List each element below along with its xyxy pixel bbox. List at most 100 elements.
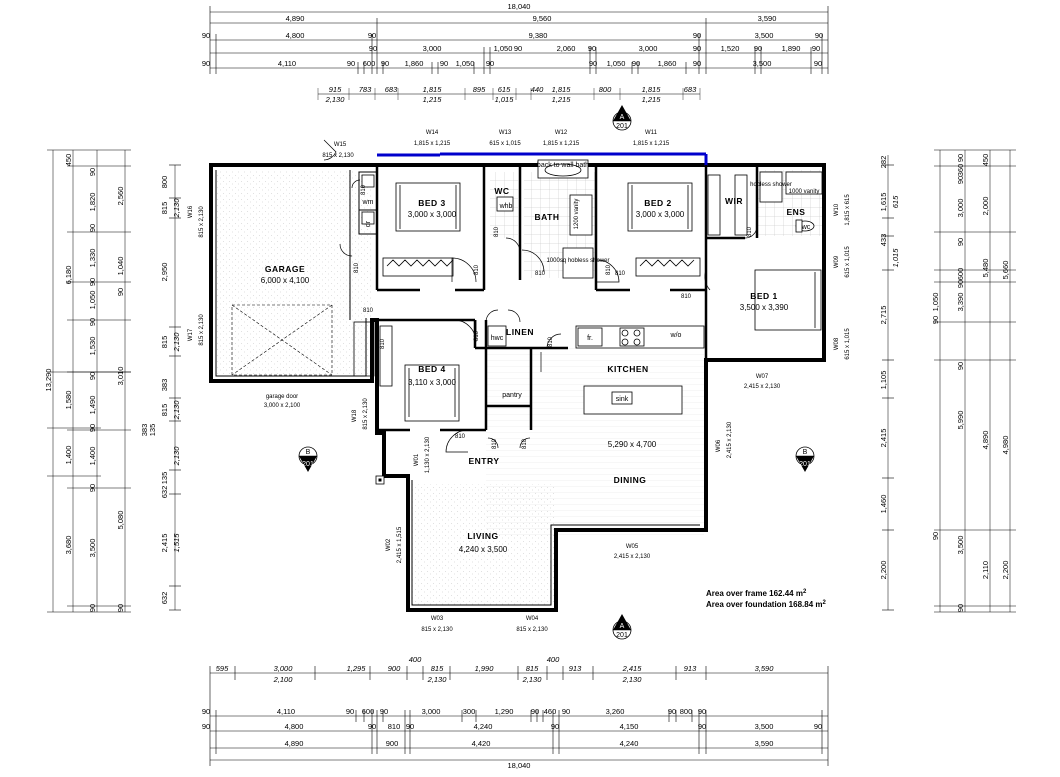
svg-text:90: 90 — [202, 31, 210, 40]
svg-text:90: 90 — [956, 280, 965, 288]
svg-text:615 x 1,015: 615 x 1,015 — [845, 328, 851, 360]
svg-text:282: 282 — [879, 156, 888, 169]
svg-text:810: 810 — [535, 271, 546, 277]
svg-text:1,490: 1,490 — [88, 396, 97, 415]
svg-text:1,015: 1,015 — [495, 95, 515, 104]
svg-text:3,010: 3,010 — [116, 367, 125, 386]
svg-text:913: 913 — [684, 664, 697, 673]
label-whb: whb — [499, 203, 513, 210]
dim-overall-left: 13,290 — [44, 369, 53, 392]
right-dimensions — [882, 149, 1016, 613]
svg-text:4,110: 4,110 — [278, 59, 296, 68]
svg-text:2,130: 2,130 — [172, 446, 181, 467]
svg-text:4,890: 4,890 — [981, 431, 990, 450]
svg-text:3,390: 3,390 — [956, 293, 965, 312]
svg-text:815: 815 — [160, 202, 169, 215]
svg-text:1,295: 1,295 — [347, 664, 367, 673]
svg-text:815: 815 — [160, 336, 169, 349]
svg-text:3,500: 3,500 — [88, 539, 97, 558]
svg-text:1,815: 1,815 — [642, 85, 662, 94]
bed-1 — [754, 269, 822, 331]
window-tags: W15 815 x 2,130 W14 1,815 x 1,215 W13 61… — [188, 130, 851, 633]
svg-text:1,015: 1,015 — [891, 248, 900, 268]
svg-text:90: 90 — [368, 31, 376, 40]
svg-text:W14: W14 — [426, 130, 439, 136]
room-kitchen-size: 5,290 x 4,700 — [608, 440, 657, 449]
room-ens-name: ENS — [787, 207, 806, 217]
svg-text:3,500: 3,500 — [753, 59, 772, 68]
svg-text:2,415: 2,415 — [160, 534, 169, 553]
svg-text:90: 90 — [88, 424, 97, 432]
garage-wall-interior — [349, 170, 378, 320]
svg-text:615: 615 — [498, 85, 511, 94]
svg-text:810: 810 — [455, 434, 466, 440]
room-bed3-size: 3,000 x 3,000 — [408, 210, 457, 219]
label-fridge: fr. — [587, 335, 593, 342]
svg-text:815: 815 — [431, 664, 444, 673]
svg-text:90: 90 — [88, 224, 97, 232]
bed-3 — [395, 182, 461, 232]
kitchen-fixtures — [487, 325, 705, 415]
svg-text:3,500: 3,500 — [956, 536, 965, 555]
label-bath-shower: 1000sq hobless shower — [546, 258, 609, 264]
svg-text:90: 90 — [815, 31, 823, 40]
svg-text:90: 90 — [88, 168, 97, 176]
svg-text:440: 440 — [531, 85, 544, 94]
svg-text:1,515: 1,515 — [172, 533, 181, 553]
svg-text:90: 90 — [754, 44, 762, 53]
svg-text:W13: W13 — [499, 130, 512, 136]
svg-text:1,580: 1,580 — [64, 391, 73, 410]
area-frame: Area over frame 162.44 m — [706, 589, 803, 598]
svg-text:1,400: 1,400 — [64, 446, 73, 465]
svg-text:90: 90 — [693, 31, 701, 40]
svg-text:5,990: 5,990 — [956, 411, 965, 430]
label-hwc: hwc — [491, 335, 504, 342]
svg-text:W12: W12 — [555, 130, 568, 136]
svg-text:90: 90 — [88, 278, 97, 286]
svg-text:90: 90 — [668, 707, 676, 716]
svg-text:W15: W15 — [334, 142, 347, 148]
svg-text:135: 135 — [160, 472, 169, 485]
svg-text:90: 90 — [956, 154, 965, 162]
room-entry-name: ENTRY — [469, 456, 500, 466]
svg-text:W04: W04 — [526, 616, 539, 622]
svg-text:600: 600 — [362, 707, 375, 716]
svg-text:1,215: 1,215 — [552, 95, 572, 104]
svg-text:4,800: 4,800 — [286, 31, 305, 40]
svg-text:1,890: 1,890 — [782, 44, 801, 53]
svg-text:3,000: 3,000 — [956, 199, 965, 218]
svg-text:1,050: 1,050 — [931, 293, 940, 312]
svg-text:90: 90 — [812, 44, 820, 53]
svg-text:1,815: 1,815 — [423, 85, 443, 94]
room-living-name: LIVING — [467, 531, 498, 541]
svg-text:2,715: 2,715 — [879, 306, 888, 325]
svg-text:815: 815 — [160, 404, 169, 417]
svg-text:W07: W07 — [756, 374, 769, 380]
svg-text:5,660: 5,660 — [1001, 261, 1010, 280]
svg-text:1,530: 1,530 — [88, 337, 97, 356]
svg-text:810: 810 — [548, 336, 554, 347]
svg-text:Area over foundation 168.84 m2: Area over foundation 168.84 m2 — [706, 600, 826, 609]
svg-text:1,520: 1,520 — [721, 44, 740, 53]
svg-text:3,000: 3,000 — [422, 707, 441, 716]
svg-text:2,950: 2,950 — [160, 263, 169, 282]
garage-door — [231, 304, 333, 376]
svg-text:815 x 2,130: 815 x 2,130 — [199, 206, 205, 238]
svg-text:2,130: 2,130 — [622, 675, 643, 684]
svg-text:683: 683 — [684, 85, 697, 94]
svg-text:1,105: 1,105 — [879, 371, 888, 390]
svg-text:6,180: 6,180 — [64, 266, 73, 285]
label-wall-oven: w/o — [670, 332, 682, 339]
svg-text:900: 900 — [388, 664, 401, 673]
svg-text:1,330: 1,330 — [88, 249, 97, 268]
svg-text:B: B — [306, 449, 311, 456]
svg-text:90: 90 — [116, 604, 125, 612]
svg-text:90: 90 — [562, 707, 570, 716]
svg-text:383: 383 — [140, 424, 149, 437]
svg-text:810: 810 — [388, 722, 401, 731]
svg-text:4,150: 4,150 — [620, 722, 639, 731]
svg-text:90: 90 — [956, 362, 965, 370]
svg-text:2,560: 2,560 — [116, 187, 125, 206]
svg-text:90: 90 — [369, 44, 377, 53]
svg-text:2,415 x 2,130: 2,415 x 2,130 — [614, 554, 651, 560]
